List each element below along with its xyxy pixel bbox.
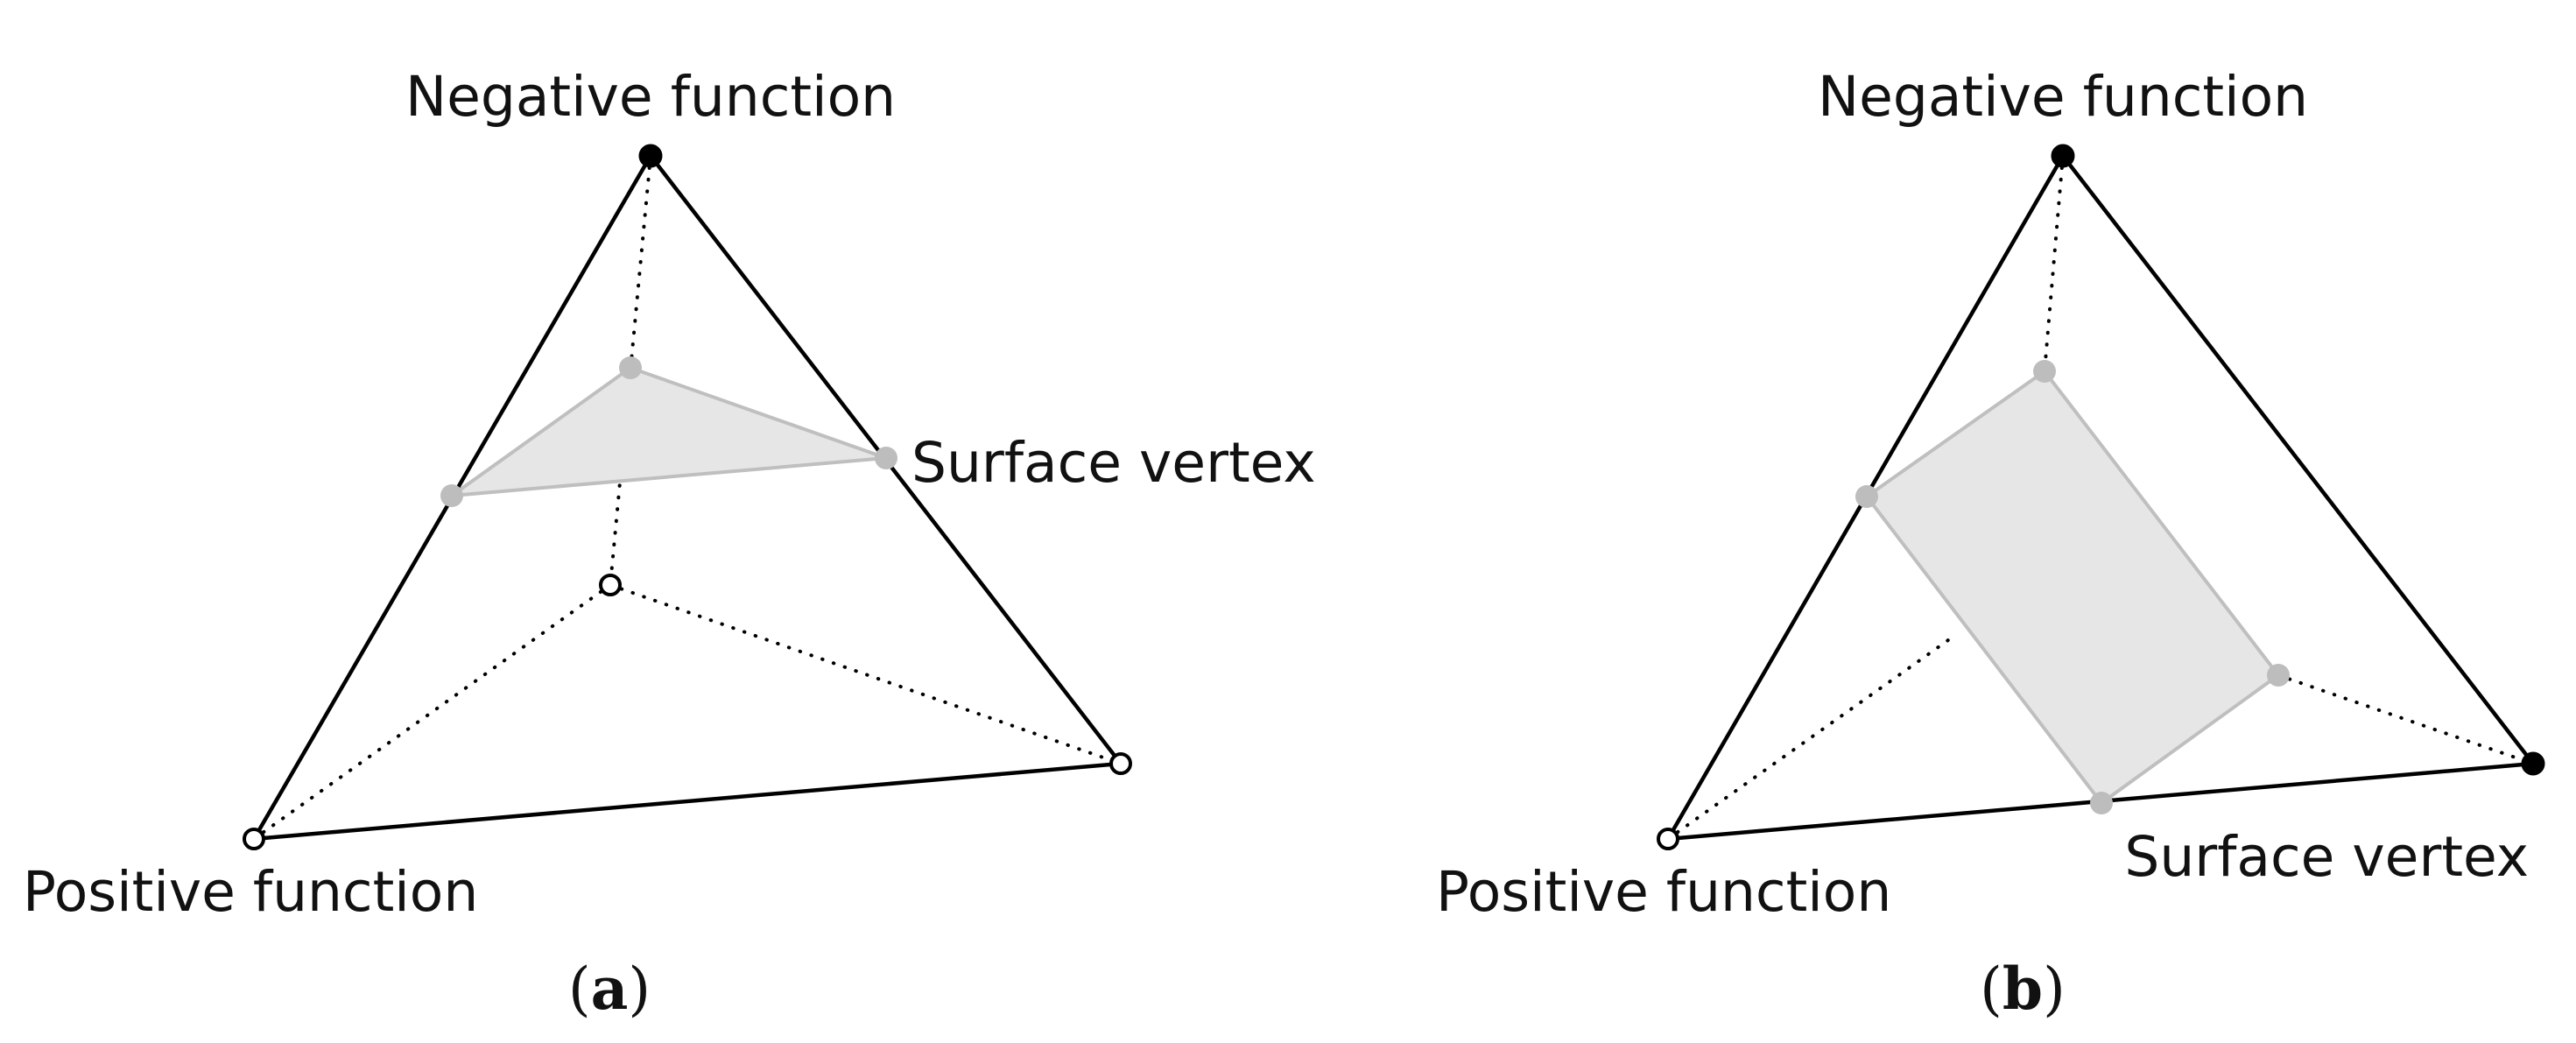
panel-b-left-vertex: [1657, 828, 1679, 850]
panel-a-caption: (a): [568, 955, 651, 1023]
panel-b-surface-vertex: [2033, 360, 2056, 383]
panel-b-surface-label: Surface vertex: [2124, 825, 2529, 889]
panel-b-hidden-edge-left-back: [1666, 634, 1956, 841]
panel-b-surface-vertex: [2267, 664, 2290, 687]
panel-a-edge-left-right: [251, 761, 1123, 842]
panel-b-edge-apex-right: [2060, 153, 2536, 766]
panel-b-surface-vertex: [1855, 485, 1878, 508]
panel-a-back-vertex: [599, 574, 622, 596]
panel-b-hidden-edge-apex-back: [2043, 154, 2065, 373]
panel-a-apex-vertex: [638, 144, 663, 168]
panel-a-hidden-edge-back-right: [609, 583, 1123, 765]
panel-b-top-label: Negative function: [1818, 65, 2308, 129]
panel-b-bottom-label: Positive function: [1436, 860, 1891, 924]
panel-a-top-label: Negative function: [405, 65, 896, 129]
panel-a-surface-vertex: [440, 484, 463, 507]
panel-a: Negative function Surface vertex Positiv…: [23, 65, 1316, 1023]
panel-a-surface-label: Surface vertex: [911, 431, 1316, 495]
panel-a-bottom-label: Positive function: [23, 860, 478, 924]
panel-b-apex-vertex: [2051, 144, 2075, 168]
panel-a-surface-triangle: [450, 366, 888, 497]
panel-b-caption-letter: b: [2002, 955, 2043, 1023]
panel-a-right-vertex: [1109, 752, 1132, 775]
panel-a-hidden-edge-apex-back: [609, 154, 652, 587]
panel-a-left-vertex: [243, 828, 265, 850]
panel-b-surface-quad: [1865, 370, 2280, 805]
panel-b: Negative function Surface vertex Positiv…: [1436, 65, 2545, 1023]
panel-b-surface-vertex: [2090, 792, 2113, 814]
panel-a-surface-vertex: [875, 447, 897, 469]
panel-a-hidden-edge-left-back: [252, 583, 612, 841]
panel-a-surface-vertex: [619, 356, 642, 379]
panel-b-caption: (b): [1980, 955, 2066, 1023]
panel-b-hidden-edge-back-right: [2277, 673, 2535, 765]
panel-b-right-vertex: [2521, 751, 2545, 776]
panel-a-caption-letter: a: [591, 955, 629, 1023]
